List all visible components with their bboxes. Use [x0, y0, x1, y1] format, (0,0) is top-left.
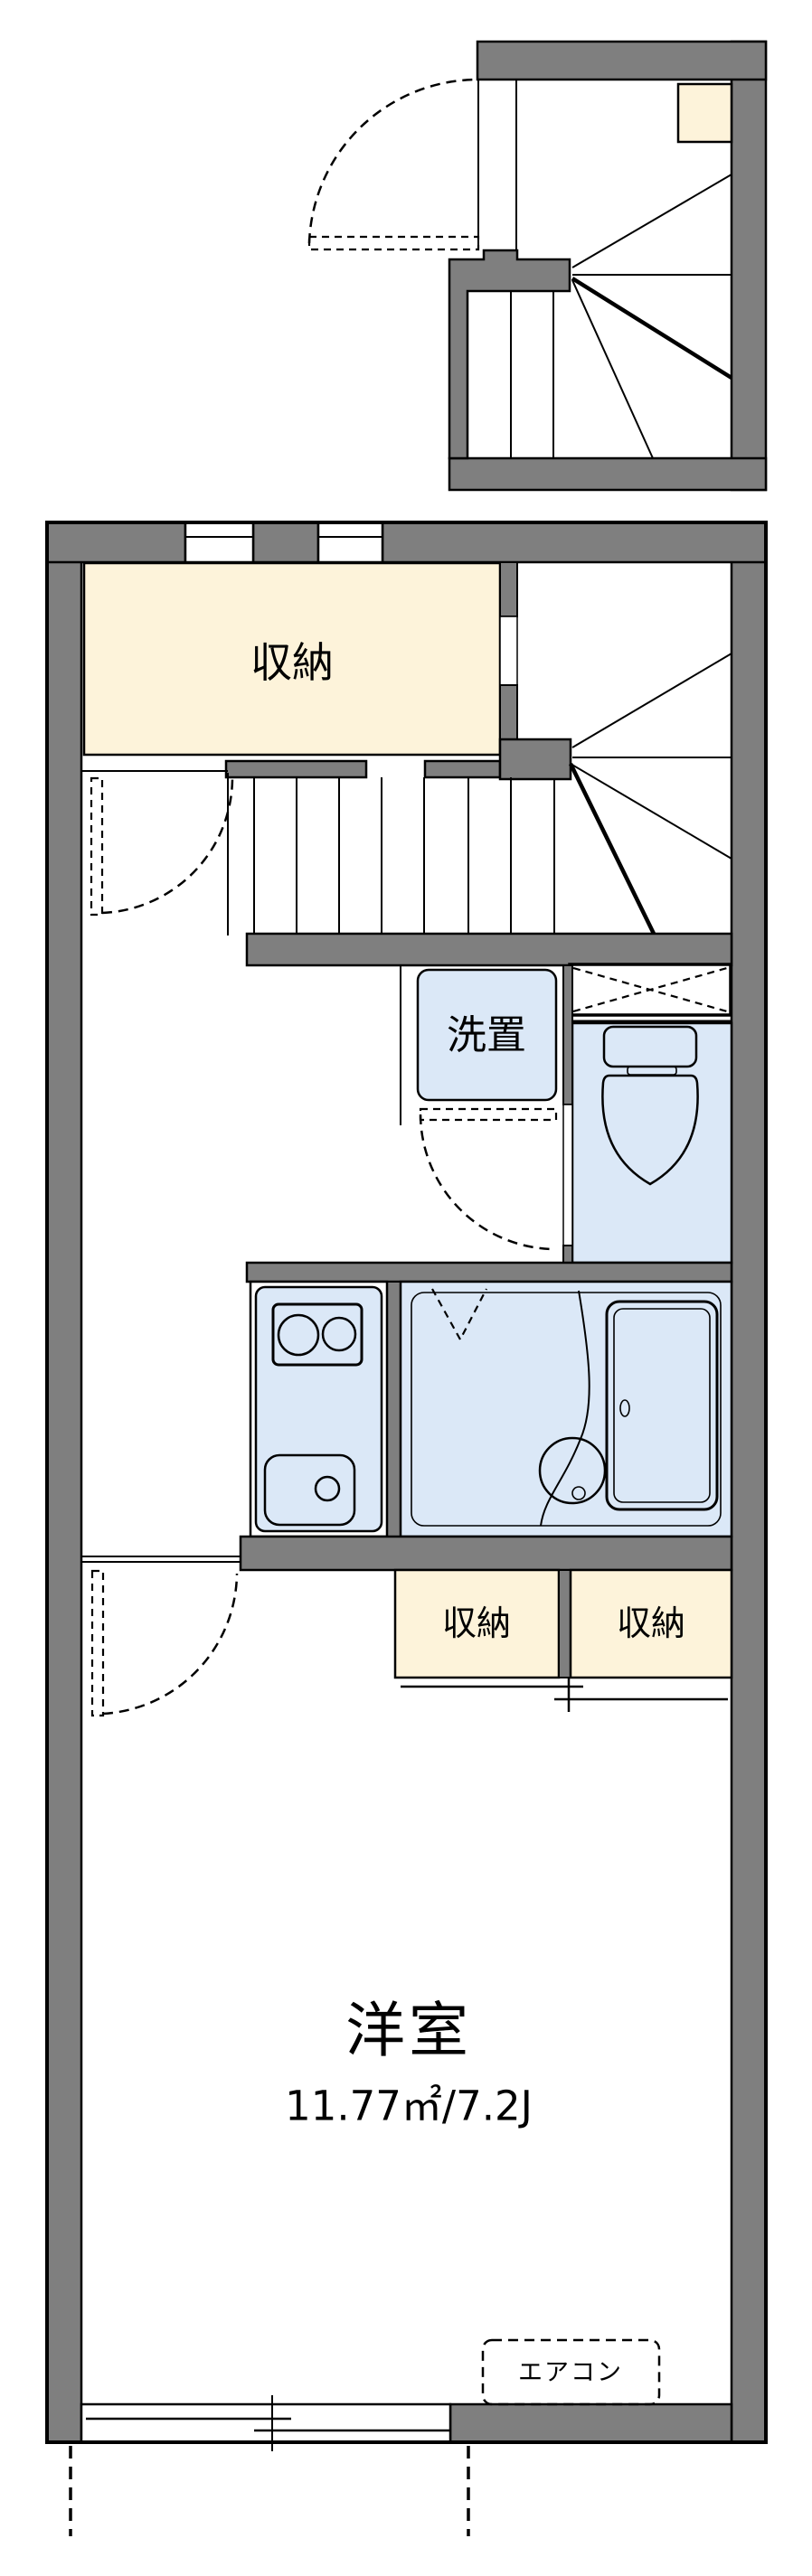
toilet-fixture: [601, 1025, 699, 1186]
closet-top-wall: [239, 1535, 733, 1572]
toilet-room: [419, 964, 733, 1264]
entry-bottom-wall: [448, 456, 768, 492]
bathtub-inner: [613, 1308, 711, 1503]
storage-lower-right-box: [569, 1568, 733, 1679]
bottom-sliding-window: [80, 2402, 452, 2444]
toilet-door-arc: [419, 1114, 554, 1251]
entry-right-wall: [730, 40, 768, 492]
balcony-boundary: [69, 2446, 470, 2536]
window-top-1: [184, 521, 255, 564]
bathtub-handle: [619, 1399, 630, 1417]
toilet-floor: [571, 1021, 733, 1264]
storage-lower-left-label: 収納: [441, 1603, 512, 1643]
stair-top-wall-right: [423, 759, 502, 779]
bathroom-floor-inset: [411, 1292, 722, 1527]
bedroom-door: [81, 1556, 241, 1717]
upper-winder-stairs: [510, 174, 733, 459]
bath-left-wall: [386, 1281, 401, 1537]
toilet-bowl: [601, 1074, 699, 1186]
stove-burner-large: [277, 1313, 320, 1357]
toilet-door-opening: [562, 1104, 573, 1246]
kitchen-counter: [254, 1285, 383, 1533]
storage-upper-label: 収納: [250, 638, 334, 687]
closet-divider: [558, 1569, 571, 1678]
storage-upper-room: [82, 561, 502, 757]
stove: [271, 1302, 364, 1367]
main-right-wall: [730, 521, 768, 2444]
main-outer-frame: [45, 521, 768, 2444]
kitchen-sink: [263, 1453, 356, 1527]
storage-lower-right-label: 収納: [616, 1603, 686, 1643]
main-left-wall: [45, 521, 83, 2444]
window-top-2: [316, 521, 384, 564]
top-wall-segment: [381, 521, 768, 564]
storage-wall-opening: [499, 616, 518, 686]
top-wall-segment: [45, 521, 187, 564]
storage-upper-right-wall: [499, 561, 518, 740]
bathroom: [399, 1280, 733, 1538]
corridor-door-arc: [101, 776, 234, 915]
service-wall-band: [245, 1261, 733, 1283]
entry-newel-wall: [448, 249, 571, 460]
under-stair-wall: [245, 932, 733, 967]
toilet-door-leaf: [419, 1107, 558, 1122]
entry-top-wall: [476, 40, 768, 81]
bedroom-door-arc: [102, 1573, 239, 1716]
laundry-label: 洗置: [447, 1012, 526, 1058]
understair-storage: [568, 963, 732, 1017]
bathroom-floor: [399, 1280, 733, 1538]
bath-folding-door: [431, 1288, 487, 1342]
laundry-area: [400, 965, 558, 1125]
main-room-area-label: 11.77㎡/7.2J: [285, 2082, 533, 2130]
toilet-wall-lower: [562, 1245, 573, 1264]
entry-door-leaf: [307, 235, 480, 251]
aircon-box: [481, 2338, 661, 2406]
aircon-label: エアコン: [518, 2358, 623, 2387]
top-wall-pillar: [251, 521, 320, 564]
stair-top-wall-left: [224, 759, 368, 779]
corridor-door: [81, 770, 234, 917]
stair-newel-block: [498, 738, 572, 781]
entry-shoe-cabinet: [676, 82, 733, 144]
kitchen-unit: [249, 1280, 389, 1538]
stove-burner-small: [321, 1316, 357, 1352]
sink-drain: [314, 1475, 341, 1502]
storage-lower-left-box: [393, 1568, 561, 1679]
wash-basin: [538, 1436, 607, 1505]
bottom-wall-segment: [448, 2402, 733, 2444]
washer-space-box: [416, 968, 558, 1102]
toilet-wall-upper: [562, 964, 573, 1105]
bedroom-door-leaf: [90, 1569, 105, 1717]
entry-door-arc: [307, 78, 479, 244]
main-room-label: 洋室: [345, 1996, 472, 2065]
bathtub: [605, 1300, 719, 1511]
entry-stair-section: [307, 40, 768, 492]
corridor-door-leaf: [90, 776, 104, 917]
main-staircase: [224, 653, 733, 967]
basin-drain: [571, 1486, 586, 1500]
lower-closets: [239, 1535, 733, 1712]
